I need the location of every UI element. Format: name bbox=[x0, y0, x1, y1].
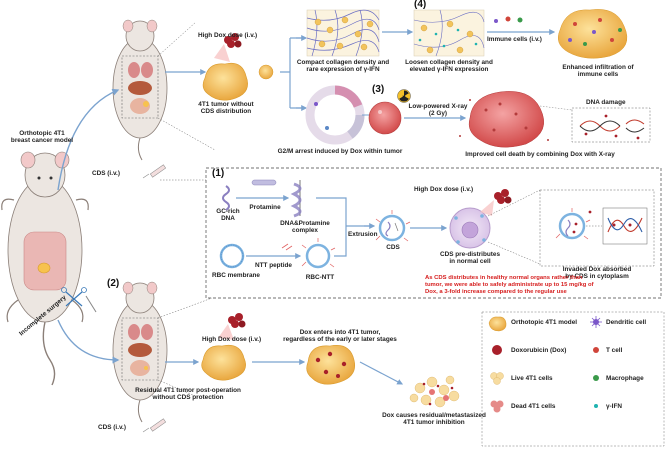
tumor-small-icon bbox=[258, 64, 274, 80]
immune-cells-label: Immune cells (i.v.) bbox=[487, 36, 542, 43]
loosen-collagen-image bbox=[413, 9, 485, 57]
cds-label: CDS bbox=[386, 244, 400, 251]
legend-label: Dendritic cell bbox=[606, 319, 647, 326]
cell-cycle-ring bbox=[305, 85, 365, 145]
dox-icon bbox=[224, 33, 242, 48]
rbc-membrane-label: RBC membrane bbox=[212, 272, 260, 279]
ntt-peptide-icon bbox=[281, 243, 293, 251]
warning-text: As CDS distributes in healthy normal org… bbox=[425, 275, 594, 295]
immune-cells-icon bbox=[494, 16, 523, 23]
mouse-top bbox=[112, 19, 168, 161]
mouse-bottom bbox=[112, 281, 168, 423]
tumor-icon bbox=[201, 344, 246, 381]
rbc-membrane-icon bbox=[219, 243, 245, 269]
legend-label: Doxorubicin (Dox) bbox=[511, 347, 567, 354]
protamine-label: Protamine bbox=[249, 204, 281, 211]
dendritic-cell-icon bbox=[590, 316, 602, 328]
syringe-icon bbox=[142, 164, 167, 179]
improved-death-image bbox=[459, 91, 549, 148]
legend bbox=[481, 311, 665, 447]
ifn-icon bbox=[594, 404, 598, 408]
legend-label: Macrophage bbox=[606, 375, 644, 382]
dna-damage-box bbox=[571, 107, 651, 143]
compact-collagen-image bbox=[306, 9, 380, 57]
tumor-inhibition-image bbox=[409, 375, 460, 408]
dna-icon bbox=[222, 185, 230, 211]
enhanced-infiltration-image bbox=[558, 9, 628, 59]
cds-box bbox=[205, 167, 662, 299]
normal-cell-icon bbox=[449, 207, 491, 249]
step3-label: (3) bbox=[372, 84, 385, 95]
scissors-icon bbox=[61, 287, 97, 313]
improved-death-label: Improved cell death by combining Dox wit… bbox=[465, 151, 615, 158]
tumor-with-dox-icon bbox=[306, 345, 355, 385]
dox-icon bbox=[494, 189, 512, 204]
step4-label: (4) bbox=[414, 0, 427, 10]
rbc-ntt-icon bbox=[301, 238, 336, 269]
radiation-icon bbox=[397, 89, 411, 103]
tumor-icon bbox=[202, 62, 248, 101]
cds-icon bbox=[375, 210, 411, 242]
live-cell-icon bbox=[490, 372, 504, 385]
dead-cell-icon bbox=[368, 101, 402, 135]
low-powered-xray-label: Low-powered X-ray(2 Gy) bbox=[408, 103, 468, 118]
step2-label: (2) bbox=[107, 278, 120, 289]
ntt-peptide-label: NTT peptide bbox=[255, 262, 292, 269]
syringe-icon bbox=[142, 418, 167, 433]
high-dox-dose-top-label: High Dox dose (i.v.) bbox=[198, 32, 258, 39]
dna-protamine-complex-icon bbox=[290, 180, 302, 218]
g2m-arrest-label: G2/M arrest induced by Dox within tumor bbox=[277, 148, 403, 155]
dox-enters-label: Dox enters into 4T1 tumor,regardless of … bbox=[283, 329, 397, 344]
tumor-icon bbox=[488, 316, 507, 332]
legend-label: Live 4T1 cells bbox=[511, 375, 553, 382]
dna-damage-label: DNA damage bbox=[586, 99, 626, 106]
high-dox-dose-cds-label: High Dox dose (i.v.) bbox=[414, 186, 474, 193]
extrusion-label: Extrusion bbox=[348, 231, 378, 238]
high-dox-dose-bottom-label: High Dox dose (i.v.) bbox=[202, 336, 262, 343]
legend-label: T cell bbox=[606, 347, 623, 354]
legend-label: Orthotopic 4T1 model bbox=[511, 319, 578, 326]
dox-icon bbox=[228, 313, 246, 328]
invaded-dox-box bbox=[539, 189, 655, 267]
step1-label: (1) bbox=[212, 168, 225, 179]
t-cell-icon bbox=[593, 347, 599, 353]
macrophage-icon bbox=[593, 375, 599, 381]
legend-label: γ-IFN bbox=[606, 403, 622, 410]
dox-icon bbox=[492, 345, 502, 355]
rbc-ntt-label: RBC-NTT bbox=[305, 274, 335, 281]
dead-cell-icon bbox=[490, 400, 504, 413]
cds-iv-bottom-label: CDS (i.v.) bbox=[98, 424, 126, 431]
cds-iv-top-label: CDS (i.v.) bbox=[92, 170, 120, 177]
protamine-icon bbox=[251, 179, 277, 186]
mouse-large bbox=[1, 151, 89, 386]
legend-label: Dead 4T1 cells bbox=[511, 403, 556, 410]
